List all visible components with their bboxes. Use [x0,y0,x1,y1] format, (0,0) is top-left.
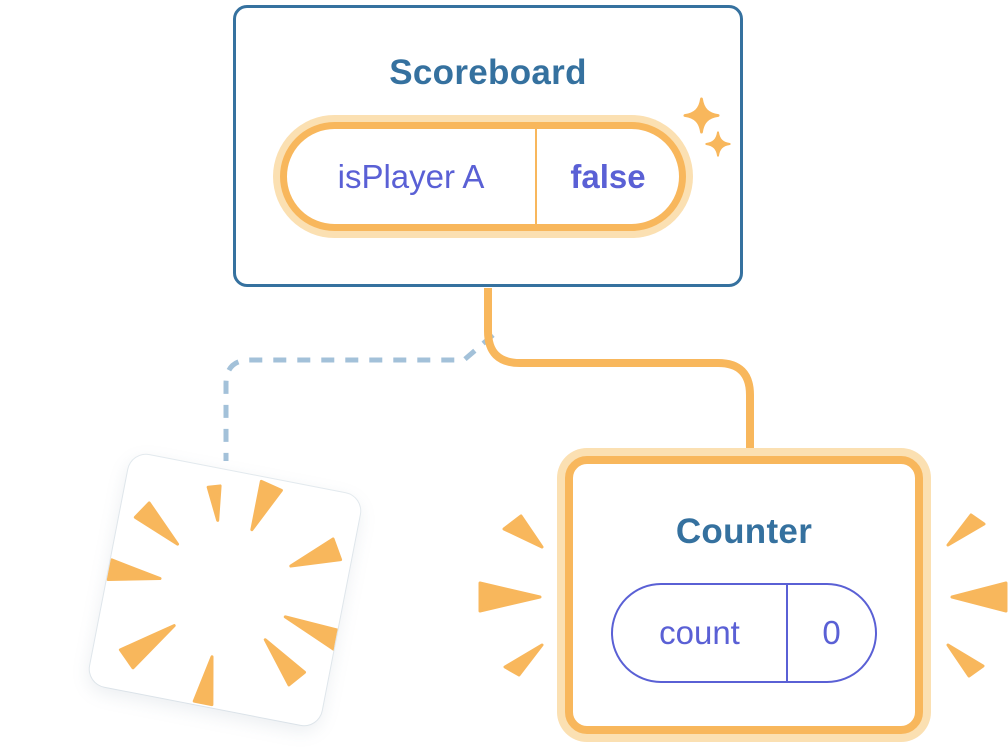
count-name-label: count [659,614,740,651]
destroyed-component-card [86,451,364,729]
counter-card: Counter count 0 [565,456,923,734]
emphasis-marks-left-icon [478,514,544,677]
active-connection-line [484,288,754,452]
poof-burst-icon [106,479,344,707]
counter-state-pill: count 0 [611,583,877,683]
sparkle-icon [683,97,720,134]
state-value-label: false [570,157,646,195]
scoreboard-title: Scoreboard [389,53,587,92]
pill-divider [535,129,537,224]
counter-title: Counter [675,512,813,551]
removed-connection-dashed-line [223,333,495,461]
scoreboard-state-pill: isPlayer A false [280,122,686,231]
scoreboard-card: Scoreboard isPlayer A false [233,5,743,287]
pill-divider [786,585,788,681]
sparkle-icon [705,131,731,157]
state-name-label: isPlayer A [337,157,485,195]
count-value-label: 0 [822,614,841,651]
emphasis-marks-right-icon [946,513,1008,678]
